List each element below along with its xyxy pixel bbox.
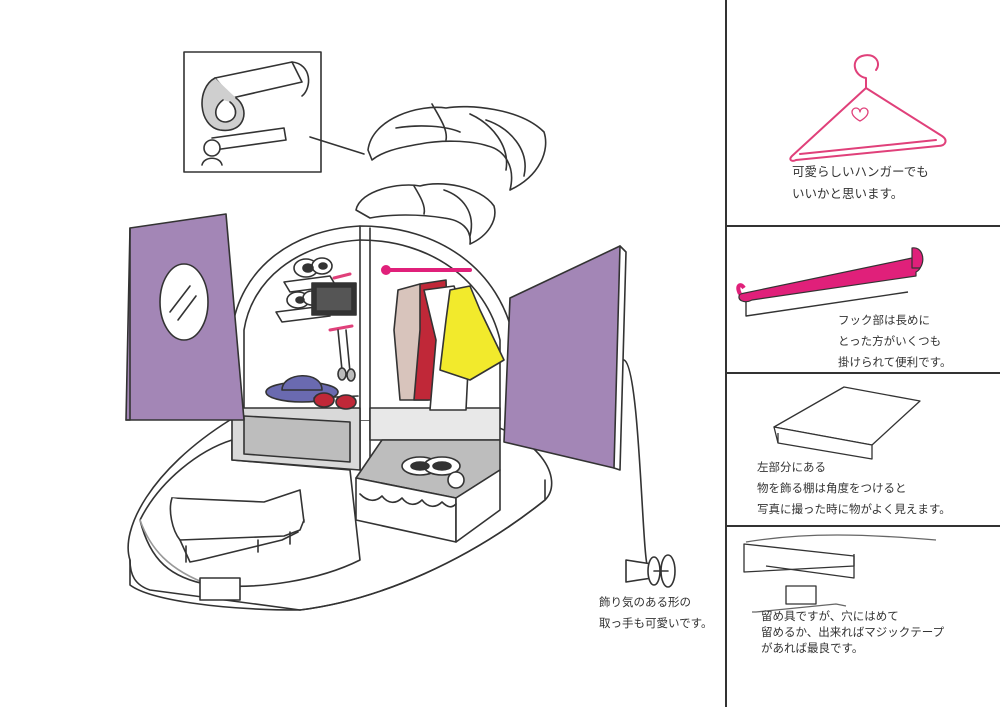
clip-note-line1: 留め具ですが、穴にはめて (761, 609, 899, 623)
hanger-panel: 可愛らしいハンガーでも いいかと思います。 (726, 0, 1000, 225)
dollhouse-illustration: 飾り気のある形の 取っ手も可愛いです。 (125, 51, 713, 634)
hook-note-line2: とった方がいくつも (838, 334, 942, 348)
interior-walls (231, 407, 501, 471)
hook-panel: フック部は長めに とった方がいくつも 掛けられて便利です。 (726, 226, 1000, 372)
hook-rod-icon (736, 247, 924, 317)
shoe-shelves (275, 257, 357, 382)
clip-note-line2: 留めるか、出来ればマジックテープ (761, 625, 945, 639)
shelf-note: 左部分にある 物を飾る棚は角度をつけると 写真に撮った時に物がよく見えます。 (757, 457, 951, 520)
handle-note-line2: 取っ手も可愛いです。 (599, 616, 713, 630)
panel-divider-vertical (725, 0, 727, 707)
shelf-panel: 左部分にある 物を飾る棚は角度をつけると 写真に撮った時に物がよく見えます。 (726, 373, 1000, 525)
shelf-note-line2: 物を飾る棚は角度をつけると (757, 481, 907, 495)
shoe-box (355, 439, 501, 543)
hanger-note-line1: 可愛らしいハンガーでも (792, 164, 929, 179)
panel-divider-3 (726, 525, 1000, 527)
right-door (503, 245, 649, 569)
strap-clip-icon (743, 534, 937, 613)
handle-note-line1: 飾り気のある形の (599, 595, 691, 609)
clip-panel: 留め具ですが、穴にはめて 留めるか、出来ればマジックテープ があれば最良です。 (726, 526, 1000, 707)
shelf-note-line3: 写真に撮った時に物がよく見えます。 (757, 502, 951, 516)
panel-divider-2 (726, 372, 1000, 374)
lid-handle-detached (367, 103, 547, 191)
hanger-icon (789, 54, 947, 162)
shelf-note-line1: 左部分にある (757, 460, 826, 474)
hook-note: フック部は長めに とった方がいくつも 掛けられて便利です。 (838, 310, 952, 373)
clip-note: 留め具ですが、穴にはめて 留めるか、出来ればマジックテープ があれば最良です。 (761, 608, 944, 656)
clip-note-line3: があれば最良です。 (761, 641, 864, 655)
spool-handle (625, 554, 676, 588)
sofa (169, 489, 305, 563)
hanger-note-line2: いいかと思います。 (792, 186, 904, 201)
left-door (125, 213, 245, 421)
hook-note-line3: 掛けられて便利です。 (838, 355, 952, 369)
handle-detail-inset (183, 51, 365, 173)
panel-divider-1 (726, 225, 1000, 227)
hat-and-sunglasses (265, 375, 359, 410)
clothing-rack (381, 265, 505, 411)
hook-note-line1: フック部は長めに (838, 313, 930, 327)
dollhouse-drawing (125, 51, 676, 611)
handle-note: 飾り気のある形の 取っ手も可愛いです。 (599, 592, 713, 634)
angled-shelf-icon (773, 386, 921, 460)
hanger-note: 可愛らしいハンガーでも いいかと思います。 (792, 161, 929, 205)
